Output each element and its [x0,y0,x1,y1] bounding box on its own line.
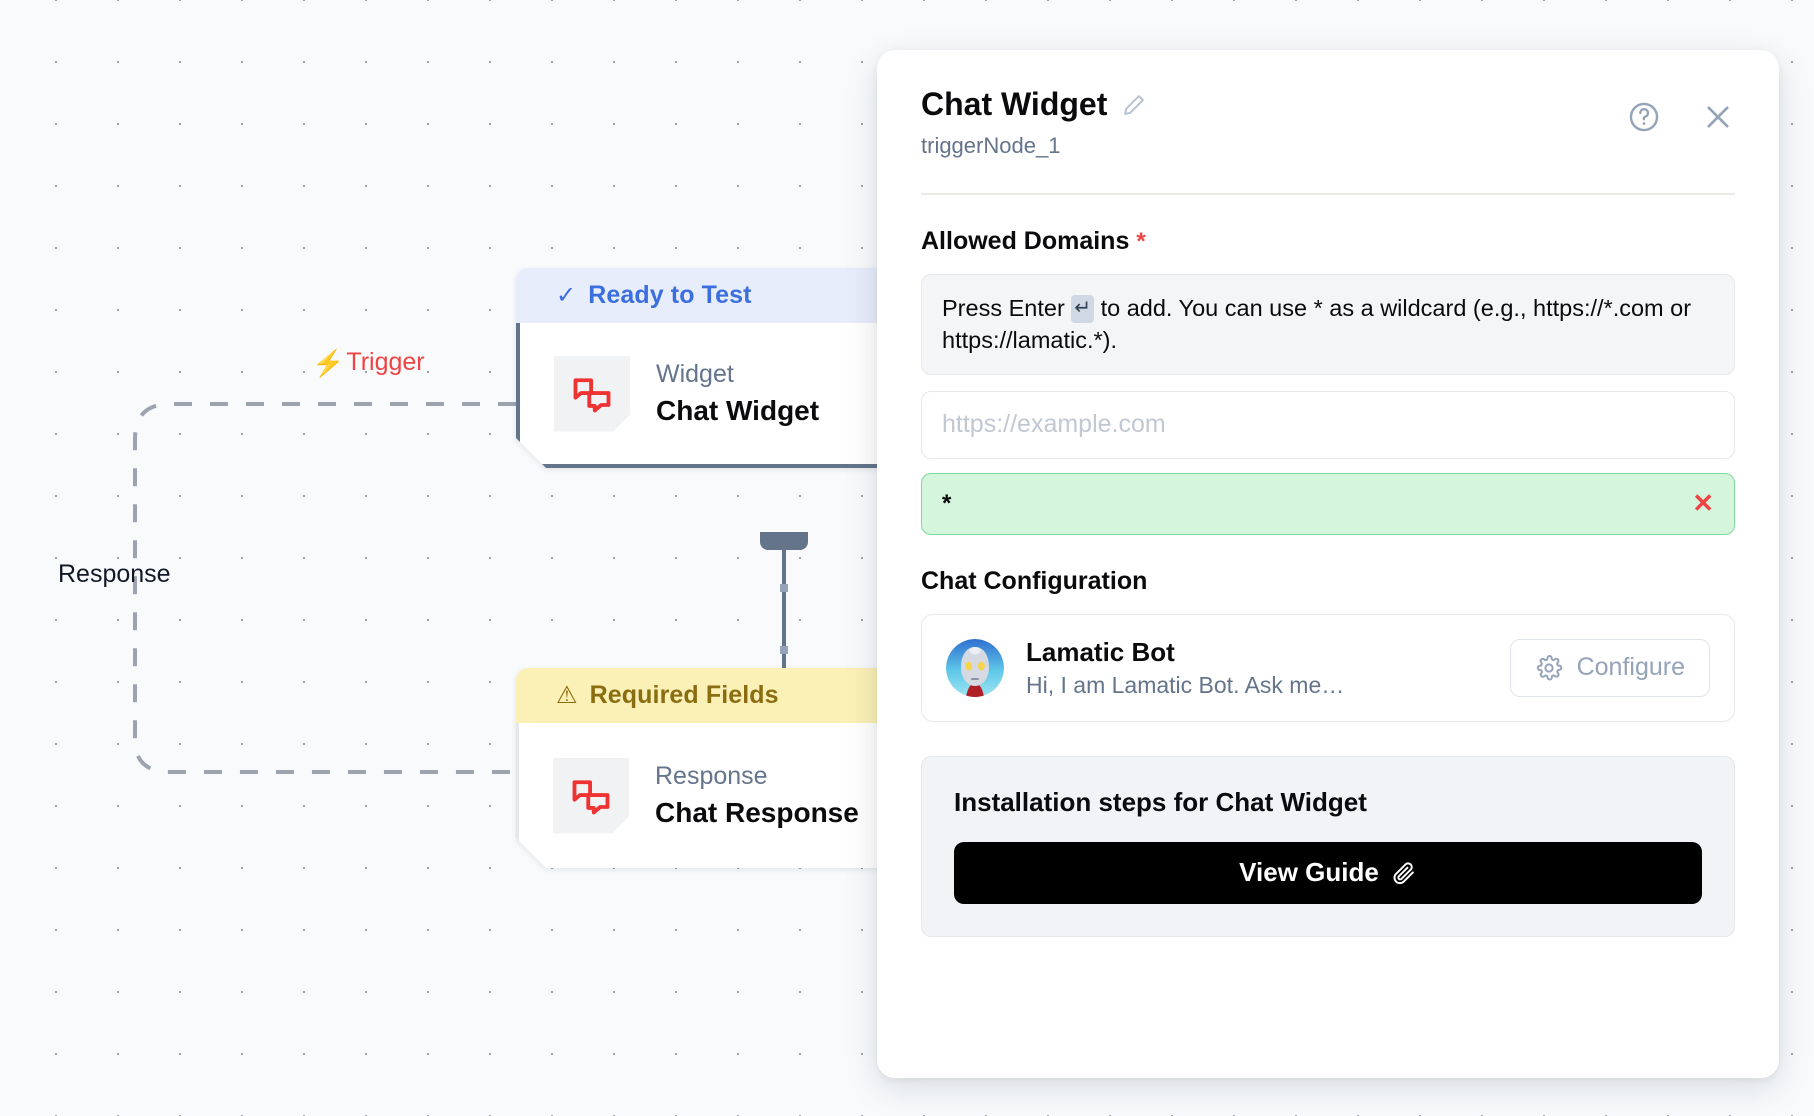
chat-configuration-label: Chat Configuration [921,567,1735,596]
node-body[interactable]: Response Chat Response [516,723,946,868]
hint-prefix: Press Enter [942,295,1072,321]
pencil-icon[interactable] [1121,92,1147,118]
allowed-domain-tag-value: * [942,489,952,517]
configure-button-label: Configure [1576,653,1685,682]
allowed-domains-label: Allowed Domains * [921,227,1735,256]
edge-label-trigger: ⚡ Trigger [312,348,425,377]
header-divider [921,193,1735,195]
bot-name: Lamatic Bot [1026,636,1175,667]
edge-label-response-text: Response [58,560,171,588]
warning-triangle-icon: ⚠ [556,682,578,709]
node-status-label: Ready to Test [588,281,752,309]
installation-steps-title: Installation steps for Chat Widget [954,786,1367,817]
connector-dot [780,646,788,654]
node-status-banner-ready: ✓ Ready to Test [516,268,946,323]
configure-button[interactable]: Configure [1509,638,1710,697]
allowed-domain-tag[interactable]: * ✕ [921,472,1735,535]
node-chat-widget[interactable]: ✓ Ready to Test Widget Chat Widget [516,268,946,468]
close-small-icon[interactable]: ✕ [1692,488,1714,519]
connector-handle-top[interactable] [760,532,808,550]
allowed-domains-hint: Press Enter ↵ to add. You can use * as a… [921,274,1735,375]
connector-wire [782,546,786,698]
avatar [946,638,1004,697]
edge-label-response: Response [58,560,171,589]
page-title: Chat Widget [921,86,1108,122]
node-kind-label: Widget [656,360,734,389]
node-chat-response[interactable]: ⚠ Required Fields Response Chat Response [516,668,946,868]
view-guide-button-label: View Guide [1239,857,1379,888]
node-kind-label: Response [655,762,768,791]
panel-subtitle: triggerNode_1 [921,133,1061,158]
chat-bubbles-icon [554,356,630,432]
node-settings-panel[interactable]: Chat Widget triggerNode_1 [877,50,1779,1078]
allowed-domains-input-placeholder: https://example.com [942,410,1166,439]
node-text: Widget Chat Widget [656,359,819,427]
bot-info: Lamatic Bot Hi, I am Lamatic Bot. Ask me… [1026,637,1488,699]
panel-title-row: Chat Widget [921,86,1735,123]
hint-suffix: to add. You can use * as a wildcard (e.g… [942,295,1692,354]
lightning-bolt-icon: ⚡ [312,347,345,378]
gear-icon [1535,654,1563,682]
node-text: Response Chat Response [655,761,859,829]
node-status-banner-required: ⚠ Required Fields [516,668,946,723]
node-title-label: Chat Response [655,796,859,828]
paperclip-icon [1391,860,1417,886]
question-circle-icon[interactable] [1627,100,1661,134]
node-title-label: Chat Widget [656,394,820,426]
check-icon: ✓ [556,282,577,309]
chat-configuration-label-text: Chat Configuration [921,566,1148,595]
edge-label-trigger-text: Trigger [346,348,425,376]
panel-header-actions [1627,100,1735,134]
enter-key-icon: ↵ [1071,295,1095,323]
panel-header: Chat Widget triggerNode_1 [921,86,1735,159]
allowed-domains-input[interactable]: https://example.com [921,390,1735,459]
node-status-label: Required Fields [589,681,779,709]
installation-steps-box: Installation steps for Chat Widget View … [921,755,1735,937]
view-guide-button[interactable]: View Guide [954,841,1702,904]
connector-dot [780,584,788,592]
node-body[interactable]: Widget Chat Widget [516,323,946,468]
bot-greeting: Hi, I am Lamatic Bot. Ask me… [1026,671,1345,698]
allowed-domains-label-text: Allowed Domains [921,227,1130,255]
close-icon[interactable] [1701,100,1735,134]
required-asterisk: * [1136,228,1146,255]
chat-bubbles-icon [553,758,629,834]
bot-card[interactable]: Lamatic Bot Hi, I am Lamatic Bot. Ask me… [921,613,1735,722]
